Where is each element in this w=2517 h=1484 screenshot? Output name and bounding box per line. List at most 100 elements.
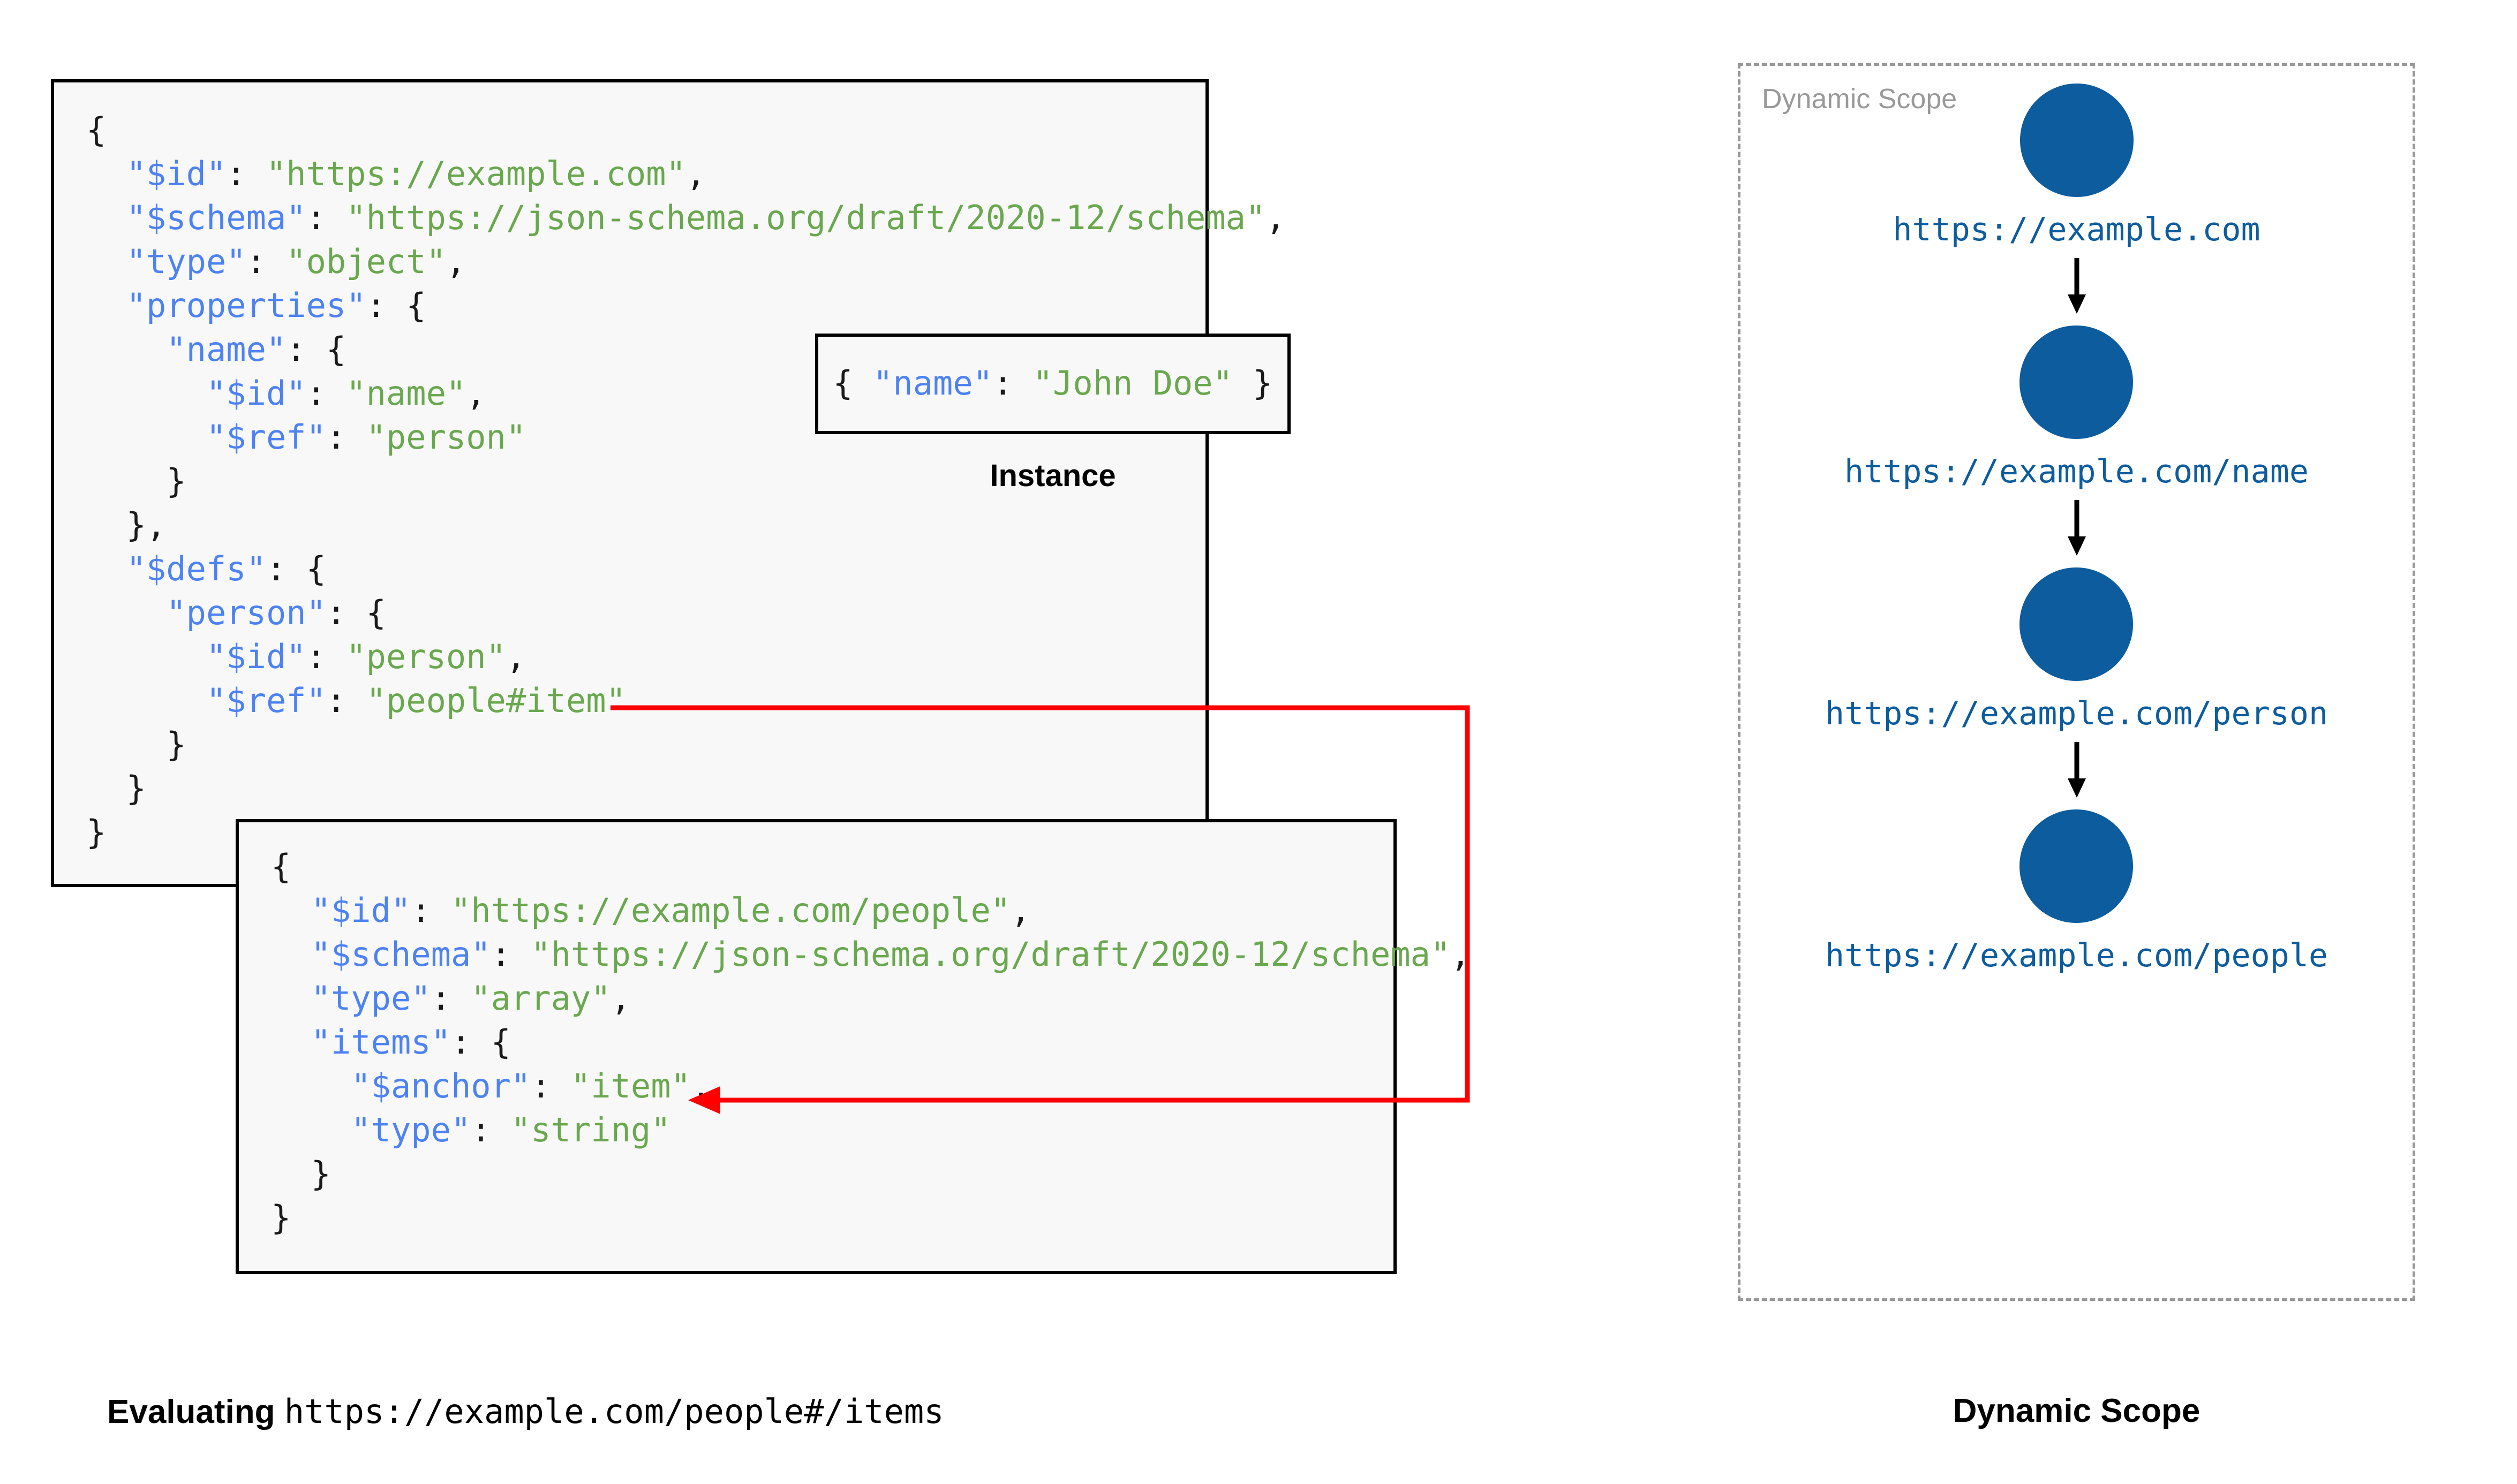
code-token: "John Doe" — [1033, 364, 1233, 403]
code-token: { — [833, 364, 873, 403]
code-token: "person" — [166, 593, 326, 632]
root-schema-code: { "$id": "https://example.com", "$schema… — [86, 108, 1286, 854]
code-token — [86, 198, 126, 237]
code-token — [86, 286, 126, 325]
code-token: "string" — [510, 1110, 671, 1149]
code-token: "array" — [471, 979, 611, 1018]
code-token: "https://json-schema.org/draft/2020-12/s… — [531, 935, 1451, 974]
dynamic-scope-caption: Dynamic Scope — [1953, 1392, 2201, 1429]
code-token: "https://example.com/people" — [450, 891, 1011, 930]
code-token: : — [993, 364, 1033, 403]
code-token: , — [506, 637, 526, 676]
code-token: } — [271, 1154, 331, 1193]
code-token: : — [326, 418, 366, 457]
code-token: , — [690, 1066, 711, 1106]
code-token: "$schema" — [126, 198, 306, 237]
code-token: : — [491, 935, 531, 974]
code-token: "person" — [366, 418, 526, 457]
code-token: "$id" — [206, 637, 306, 676]
code-token: "$defs" — [126, 549, 266, 588]
code-token: "https://example.com" — [266, 154, 686, 193]
scope-node-label: https://example.com/people — [1825, 937, 2328, 974]
code-token: { — [86, 110, 107, 149]
code-token: } — [86, 461, 186, 501]
code-token: : { — [326, 593, 386, 632]
code-token — [86, 242, 126, 281]
code-token — [86, 374, 206, 413]
code-token: : { — [286, 330, 346, 369]
code-token: , — [466, 374, 486, 413]
code-token — [271, 891, 311, 930]
code-token: "$ref" — [206, 418, 326, 457]
scope-node: https://example.com/name — [1844, 325, 2309, 490]
code-token — [271, 979, 311, 1018]
dynamic-scope-panel — [1738, 63, 2415, 1301]
scope-node-circle — [2019, 84, 2134, 197]
evaluating-caption: Evaluating https://example.com/people#/i… — [107, 1392, 944, 1431]
scope-node-label: https://example.com/person — [1825, 695, 2328, 732]
instance-box: { "name": "John Doe" } — [815, 334, 1291, 434]
code-token: "person" — [346, 637, 506, 676]
code-token: : { — [266, 549, 326, 588]
code-token — [86, 154, 126, 193]
code-token: "people#item" — [366, 681, 626, 720]
code-token: } — [271, 1198, 291, 1237]
scope-down-arrow-icon — [2067, 500, 2086, 556]
code-token: : — [306, 637, 346, 676]
code-token — [86, 549, 126, 588]
scope-node-circle — [2019, 325, 2134, 439]
dynamic-scope-chain: https://example.com https://example.com/n… — [1738, 63, 2415, 1301]
code-token: , — [1265, 198, 1286, 237]
code-token: "$anchor" — [351, 1066, 531, 1106]
scope-node: https://example.com/people — [1825, 809, 2328, 974]
code-token: : — [306, 374, 346, 413]
evaluating-label: Evaluating — [107, 1394, 275, 1430]
code-token: : — [471, 1110, 511, 1149]
code-token: } — [86, 725, 186, 764]
code-token: "name" — [346, 374, 466, 413]
code-token: : { — [366, 286, 426, 325]
scope-node-circle — [2019, 567, 2134, 681]
code-token — [86, 637, 206, 676]
code-token: "type" — [351, 1110, 471, 1149]
code-token — [271, 1066, 351, 1106]
code-token: "$ref" — [206, 681, 326, 720]
code-token — [86, 330, 166, 369]
scope-node-label: https://example.com — [1893, 211, 2260, 248]
code-token: "item" — [570, 1066, 691, 1106]
code-token: : — [411, 891, 451, 930]
code-token: "$id" — [311, 891, 411, 930]
scope-node: https://example.com — [1893, 84, 2260, 248]
code-token: }, — [86, 505, 167, 544]
scope-node-label: https://example.com/name — [1844, 453, 2309, 490]
scope-down-arrow-icon — [2067, 258, 2086, 314]
code-token: : { — [450, 1023, 511, 1062]
code-token: "name" — [873, 364, 993, 403]
code-token: : — [431, 979, 471, 1018]
code-token — [86, 418, 206, 457]
code-token: "items" — [311, 1023, 451, 1062]
code-token: } — [86, 813, 107, 852]
code-token: "properties" — [126, 286, 366, 325]
dynamic-scope-title: Dynamic Scope — [1762, 84, 1957, 115]
code-token: "type" — [126, 242, 246, 281]
code-token — [86, 681, 206, 720]
instance-caption: Instance — [990, 458, 1116, 493]
code-token: { — [271, 847, 291, 886]
code-token: : — [306, 198, 346, 237]
scope-node-circle — [2019, 809, 2134, 923]
code-token — [271, 1023, 311, 1062]
code-token: "$id" — [206, 374, 306, 413]
people-schema-code: { "$id": "https://example.com/people", "… — [271, 845, 1471, 1240]
code-token: "$schema" — [311, 935, 491, 974]
code-token: : — [531, 1066, 571, 1106]
code-token: , — [1011, 891, 1031, 930]
code-token: , — [446, 242, 466, 281]
scope-down-arrow-icon — [2067, 742, 2086, 798]
scope-node: https://example.com/person — [1825, 567, 2328, 732]
code-token: : — [246, 242, 287, 281]
code-token: , — [611, 979, 631, 1018]
evaluating-uri: https://example.com/people#/items — [284, 1392, 944, 1431]
code-token: "name" — [166, 330, 287, 369]
